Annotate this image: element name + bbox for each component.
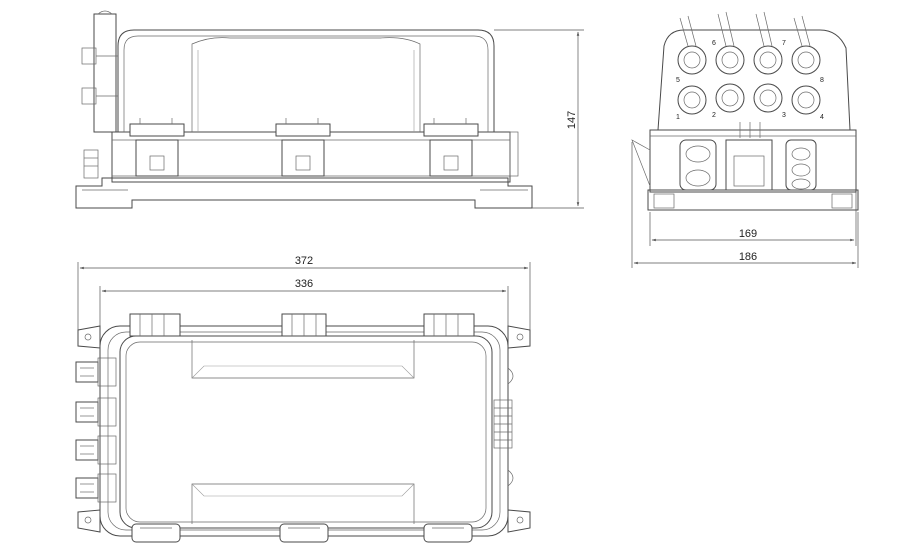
port-number-4: 4	[820, 114, 824, 121]
bottom-clips	[131, 523, 473, 543]
inner-length-label: 336	[295, 278, 313, 290]
port-number-3: 3	[782, 112, 786, 119]
cable-ports	[677, 45, 821, 115]
left-cable-glands	[75, 357, 117, 503]
top-clips	[129, 313, 475, 337]
side-latch-1	[129, 118, 185, 177]
top-view: 372 336	[75, 255, 531, 543]
port-number-8: 8	[820, 77, 824, 84]
side-view: 147	[75, 10, 584, 209]
right-side-details	[493, 367, 514, 487]
side-latch-3	[423, 118, 479, 177]
end-inner-width-label: 169	[739, 228, 757, 240]
end-outer-width-label: 186	[739, 251, 757, 263]
end-view: 1 2 3 4 5 6 7 8 169 186	[631, 11, 859, 268]
port-number-5: 5	[676, 77, 680, 84]
port-number-1: 1	[676, 114, 680, 121]
port-number-2: 2	[712, 112, 716, 119]
port-number-7: 7	[782, 40, 786, 47]
height-dimension-label: 147	[566, 111, 578, 129]
side-latch-2	[275, 118, 331, 177]
outer-length-label: 372	[295, 255, 313, 267]
port-number-6: 6	[712, 40, 716, 47]
